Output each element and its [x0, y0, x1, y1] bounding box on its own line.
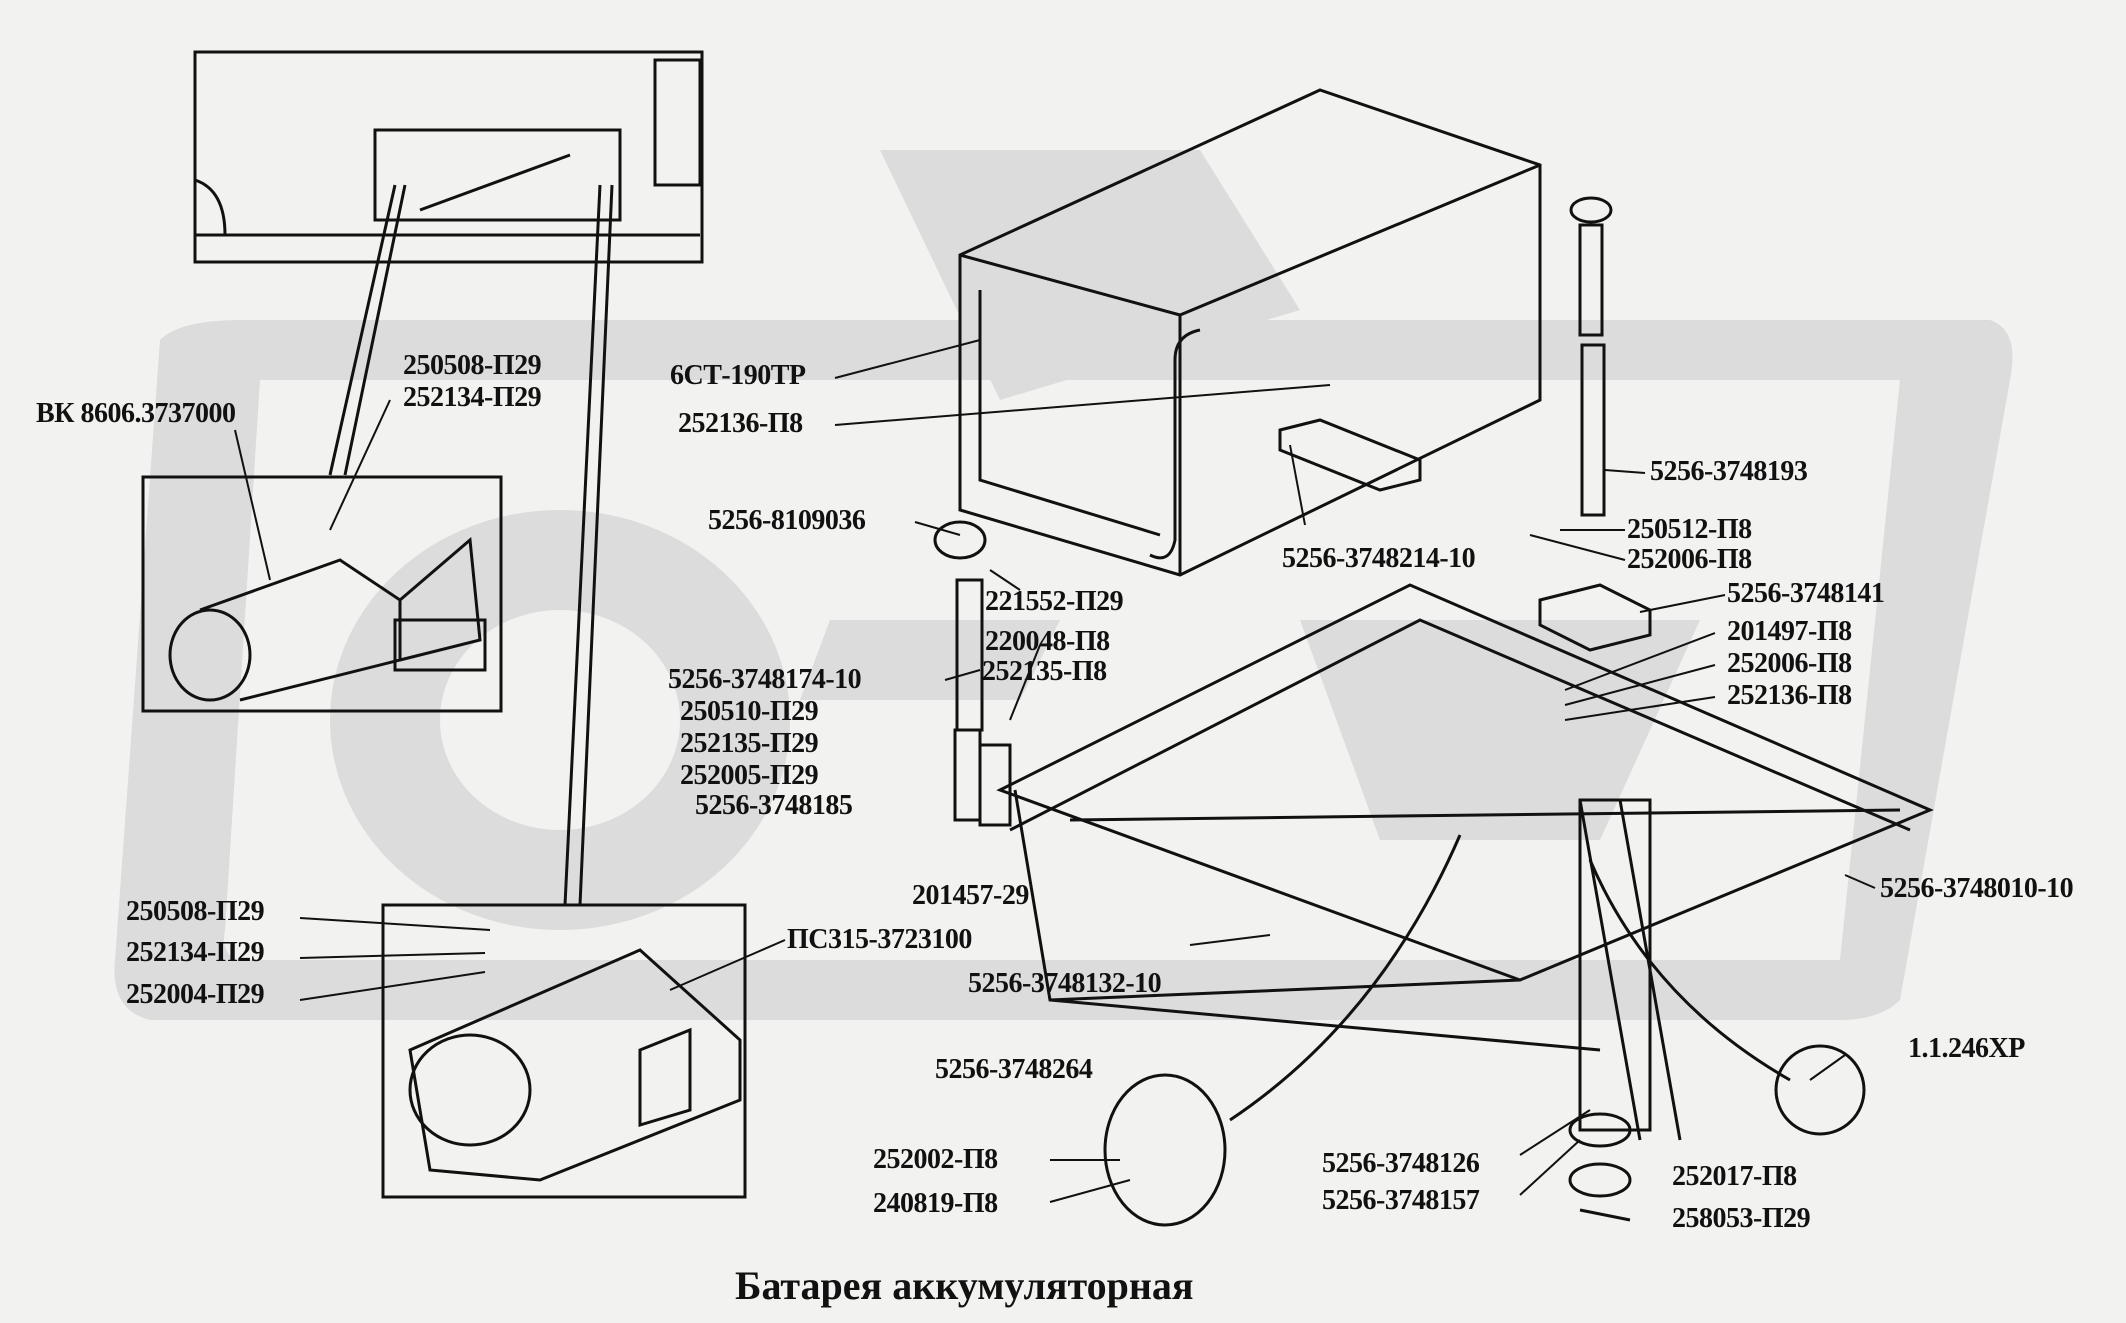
part-label: 252006-П8 — [1727, 648, 1852, 679]
line-art — [141, 50, 1934, 1227]
inset-vehicle-top — [193, 50, 704, 264]
part-label: 258053-П29 — [1672, 1203, 1811, 1234]
part-label: 250508-П29 — [403, 350, 542, 381]
part-label: 5256-3748193 — [1650, 456, 1808, 487]
part-label: 252017-П8 — [1672, 1161, 1797, 1192]
part-label: 250508-П29 — [126, 896, 265, 927]
part-label: 201457-29 — [912, 880, 1029, 911]
part-label: 5256-3748157 — [1322, 1185, 1480, 1216]
battery-body — [958, 88, 1542, 577]
part-label: 250510-П29 — [680, 696, 819, 727]
part-label: 252006-П8 — [1627, 544, 1752, 575]
part-label: 252135-П8 — [982, 656, 1107, 687]
part-label: 5256-3748010-10 — [1880, 873, 2074, 904]
part-label: 5256-3748141 — [1727, 578, 1885, 609]
part-label: 252136-П8 — [1727, 680, 1852, 711]
inset-bottom-box — [381, 903, 747, 1199]
part-label: ПС315-3723100 — [787, 924, 972, 955]
part-label: 252136-П8 — [678, 408, 803, 439]
part-label: 252005-П29 — [680, 760, 819, 791]
part-label: 240819-П8 — [873, 1188, 998, 1219]
part-label: 252002-П8 — [873, 1144, 998, 1175]
inset-switch-box — [141, 475, 503, 713]
part-label: 5256-3748174-10 — [668, 664, 862, 695]
part-label: 250512-П8 — [1627, 514, 1752, 545]
part-label: 5256-3748214-10 — [1282, 543, 1476, 574]
part-label: 5256-3748132-10 — [968, 968, 1162, 999]
part-label: ВК 8606.3737000 — [36, 398, 236, 429]
part-label: 221552-П29 — [985, 586, 1124, 617]
part-label: 1.1.246ХР — [1908, 1033, 2025, 1064]
part-label: 5256-3748264 — [935, 1054, 1093, 1085]
part-label: 252134-П29 — [126, 937, 265, 968]
frame — [996, 583, 1934, 982]
part-label: 252004-П29 — [126, 979, 265, 1010]
diagram-title: Батарея аккумуляторная — [735, 1263, 1194, 1308]
part-label: 252134-П29 — [403, 382, 542, 413]
part-label: 220048-П8 — [985, 626, 1110, 657]
part-label: 201497-П8 — [1727, 616, 1852, 647]
leader-lines — [234, 339, 1876, 1203]
part-label: 5256-8109036 — [708, 505, 866, 536]
part-label: 5256-3748126 — [1322, 1148, 1480, 1179]
part-label: 6СТ-190ТР — [670, 360, 806, 391]
part-label: 252135-П29 — [680, 728, 819, 759]
part-label: 5256-3748185 — [695, 790, 853, 821]
